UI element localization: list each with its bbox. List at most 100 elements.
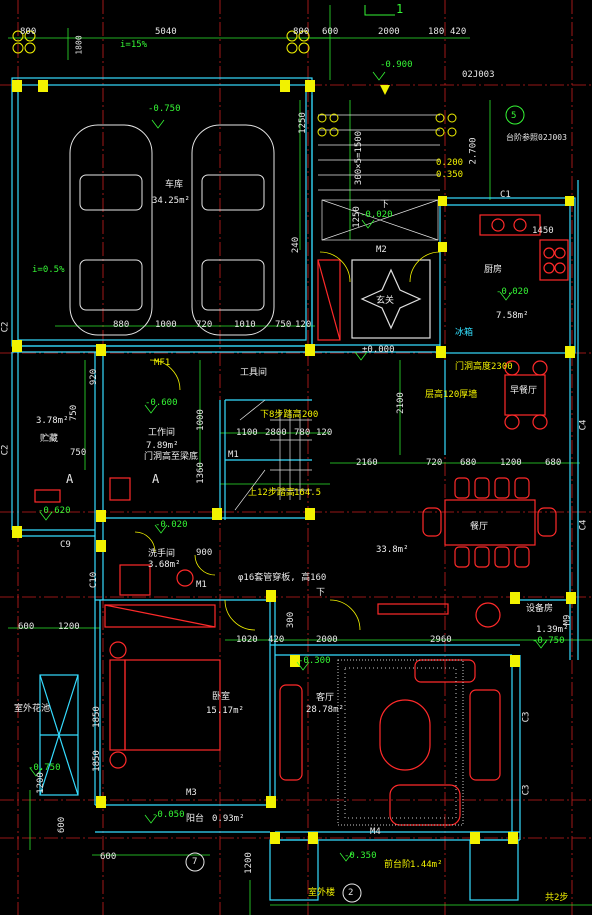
level-corridor: -0.620 [38, 506, 71, 516]
ref-circles [185, 5, 525, 903]
workroom-area: 7.89m² [146, 441, 179, 451]
flower-bed-name: 室外花池 [14, 704, 51, 714]
dim-2960: 2960 [430, 635, 452, 645]
side-dim-1850a: 1850 [91, 706, 102, 728]
side-dim-2100: 2100 [395, 392, 406, 414]
side-dim-600b: 600 [100, 852, 117, 862]
fridge-label: 冰箱 [455, 328, 474, 338]
dim-top-600: 600 [322, 27, 339, 37]
section-number: 1 [396, 2, 404, 16]
dimension-lines [8, 5, 592, 915]
window-c3b: C3 [521, 784, 532, 796]
section-a-right: A [152, 472, 160, 486]
door-m1-hall: M1 [228, 450, 239, 460]
stair-seq: 300×5=1500 [354, 130, 365, 186]
height-0350: 0.350 [436, 170, 464, 180]
dim-1450: 1450 [532, 226, 554, 236]
entry-down: 下 [380, 200, 390, 210]
window-c3a: C3 [521, 711, 532, 723]
side-dim-600c: 600 [57, 816, 68, 834]
storage-area: 3.78m² [36, 416, 69, 426]
dim-1000: 1000 [155, 320, 177, 330]
door-m2: M2 [376, 245, 387, 255]
equipment-area: 1.39m² [536, 625, 569, 635]
storage-name: 贮藏 [40, 434, 59, 444]
furniture [34, 214, 569, 826]
ref-circle-5: 5 [511, 111, 517, 121]
level-hall: ±0.000 [362, 345, 395, 355]
terrace-area: 1.44m² [410, 860, 443, 870]
dim-top-180: 180 [428, 27, 445, 37]
level-balcony: -0.050 [152, 810, 185, 820]
living-area: 28.78m² [306, 705, 344, 715]
dining-door-note: 层高120厚墙 [425, 390, 478, 400]
slope-label: i=15% [120, 40, 148, 50]
wash-name: 洗手间 [148, 549, 176, 559]
door-m4: M4 [370, 827, 381, 837]
dim-2160: 2160 [356, 458, 378, 468]
window-c10: C10 [89, 571, 100, 589]
dim-120: 120 [295, 320, 312, 330]
dim-900: 900 [196, 548, 213, 558]
dim-600: 600 [18, 622, 35, 632]
side-dim-1250b: 1250 [351, 206, 362, 228]
level-top-right: -0.900 [380, 60, 413, 70]
kitchen-name: 厨房 [484, 265, 503, 275]
level-living: -0.300 [298, 656, 331, 666]
dim-2800: 2800 [265, 428, 287, 438]
balcony-name: 阳台 [186, 814, 205, 824]
side-dim-240: 240 [291, 236, 302, 254]
breakfast-name: 早餐厅 [510, 386, 538, 396]
stairs [234, 114, 440, 511]
level-entry: -0.020 [360, 210, 393, 220]
door-m9: M9 [562, 614, 573, 626]
stair-up-label: 上12步踏高 [248, 488, 295, 498]
dim-680: 680 [460, 458, 477, 468]
stair-up-val: 164.5 [294, 488, 322, 498]
dim-top-1800: 1800 [74, 35, 84, 55]
side-dim-750: 750 [69, 404, 80, 422]
level-garden-right: -0.750 [532, 636, 565, 646]
dim-1010: 1010 [234, 320, 256, 330]
stair-down-label: 下8步踏高 [260, 410, 302, 420]
dining-name: 餐厅 [470, 522, 489, 532]
outdoor-step2: 共2步 [545, 893, 569, 903]
axis-7: 7 [192, 857, 198, 867]
dim-720b: 720 [426, 458, 443, 468]
door-m3: M3 [186, 788, 197, 798]
garage-cars [69, 124, 275, 336]
door-mf1: MF1 [154, 358, 171, 368]
ref-steps: 台阶参照02J003 [506, 133, 567, 142]
section-a-left: A [66, 472, 74, 486]
dim-1200b: 1200 [58, 622, 80, 632]
workroom-name: 工作间 [148, 428, 176, 438]
bedroom-area: 15.17m² [206, 706, 244, 716]
dim-680b: 680 [545, 458, 562, 468]
balcony-area: 0.93m² [212, 814, 245, 824]
tools-name: 工具间 [240, 368, 268, 378]
living-name: 客厅 [316, 693, 335, 703]
dim-top-2000: 2000 [378, 27, 400, 37]
level-garage: -0.750 [148, 104, 181, 114]
workroom-note: 门洞高至梁底 [144, 452, 199, 462]
ref-02j003: 02J003 [462, 70, 495, 80]
dim-top-800b: 800 [293, 27, 310, 37]
dim-1020: 1020 [236, 635, 258, 645]
door-m1-wash: M1 [196, 580, 207, 590]
window-c2a: C2 [0, 321, 11, 333]
entry-name: 玄关 [376, 296, 395, 306]
window-c1: C1 [500, 190, 511, 200]
side-dim-300: 300 [286, 611, 297, 629]
window-c4a: C4 [578, 419, 589, 431]
dining-area: 33.8m² [376, 545, 409, 555]
living-rug [337, 659, 464, 826]
bedroom-name: 卧室 [212, 692, 231, 702]
axis-2: 2 [348, 888, 354, 898]
level-markers [29, 71, 548, 862]
garage-area: 34.25m² [152, 196, 190, 206]
side-dim-1850b: 1850 [91, 750, 102, 772]
level-left-garden: -0.750 [28, 763, 61, 773]
dim-750: 750 [275, 320, 292, 330]
side-dim-1000: 1000 [195, 409, 206, 431]
window-c4b: C4 [578, 519, 589, 531]
